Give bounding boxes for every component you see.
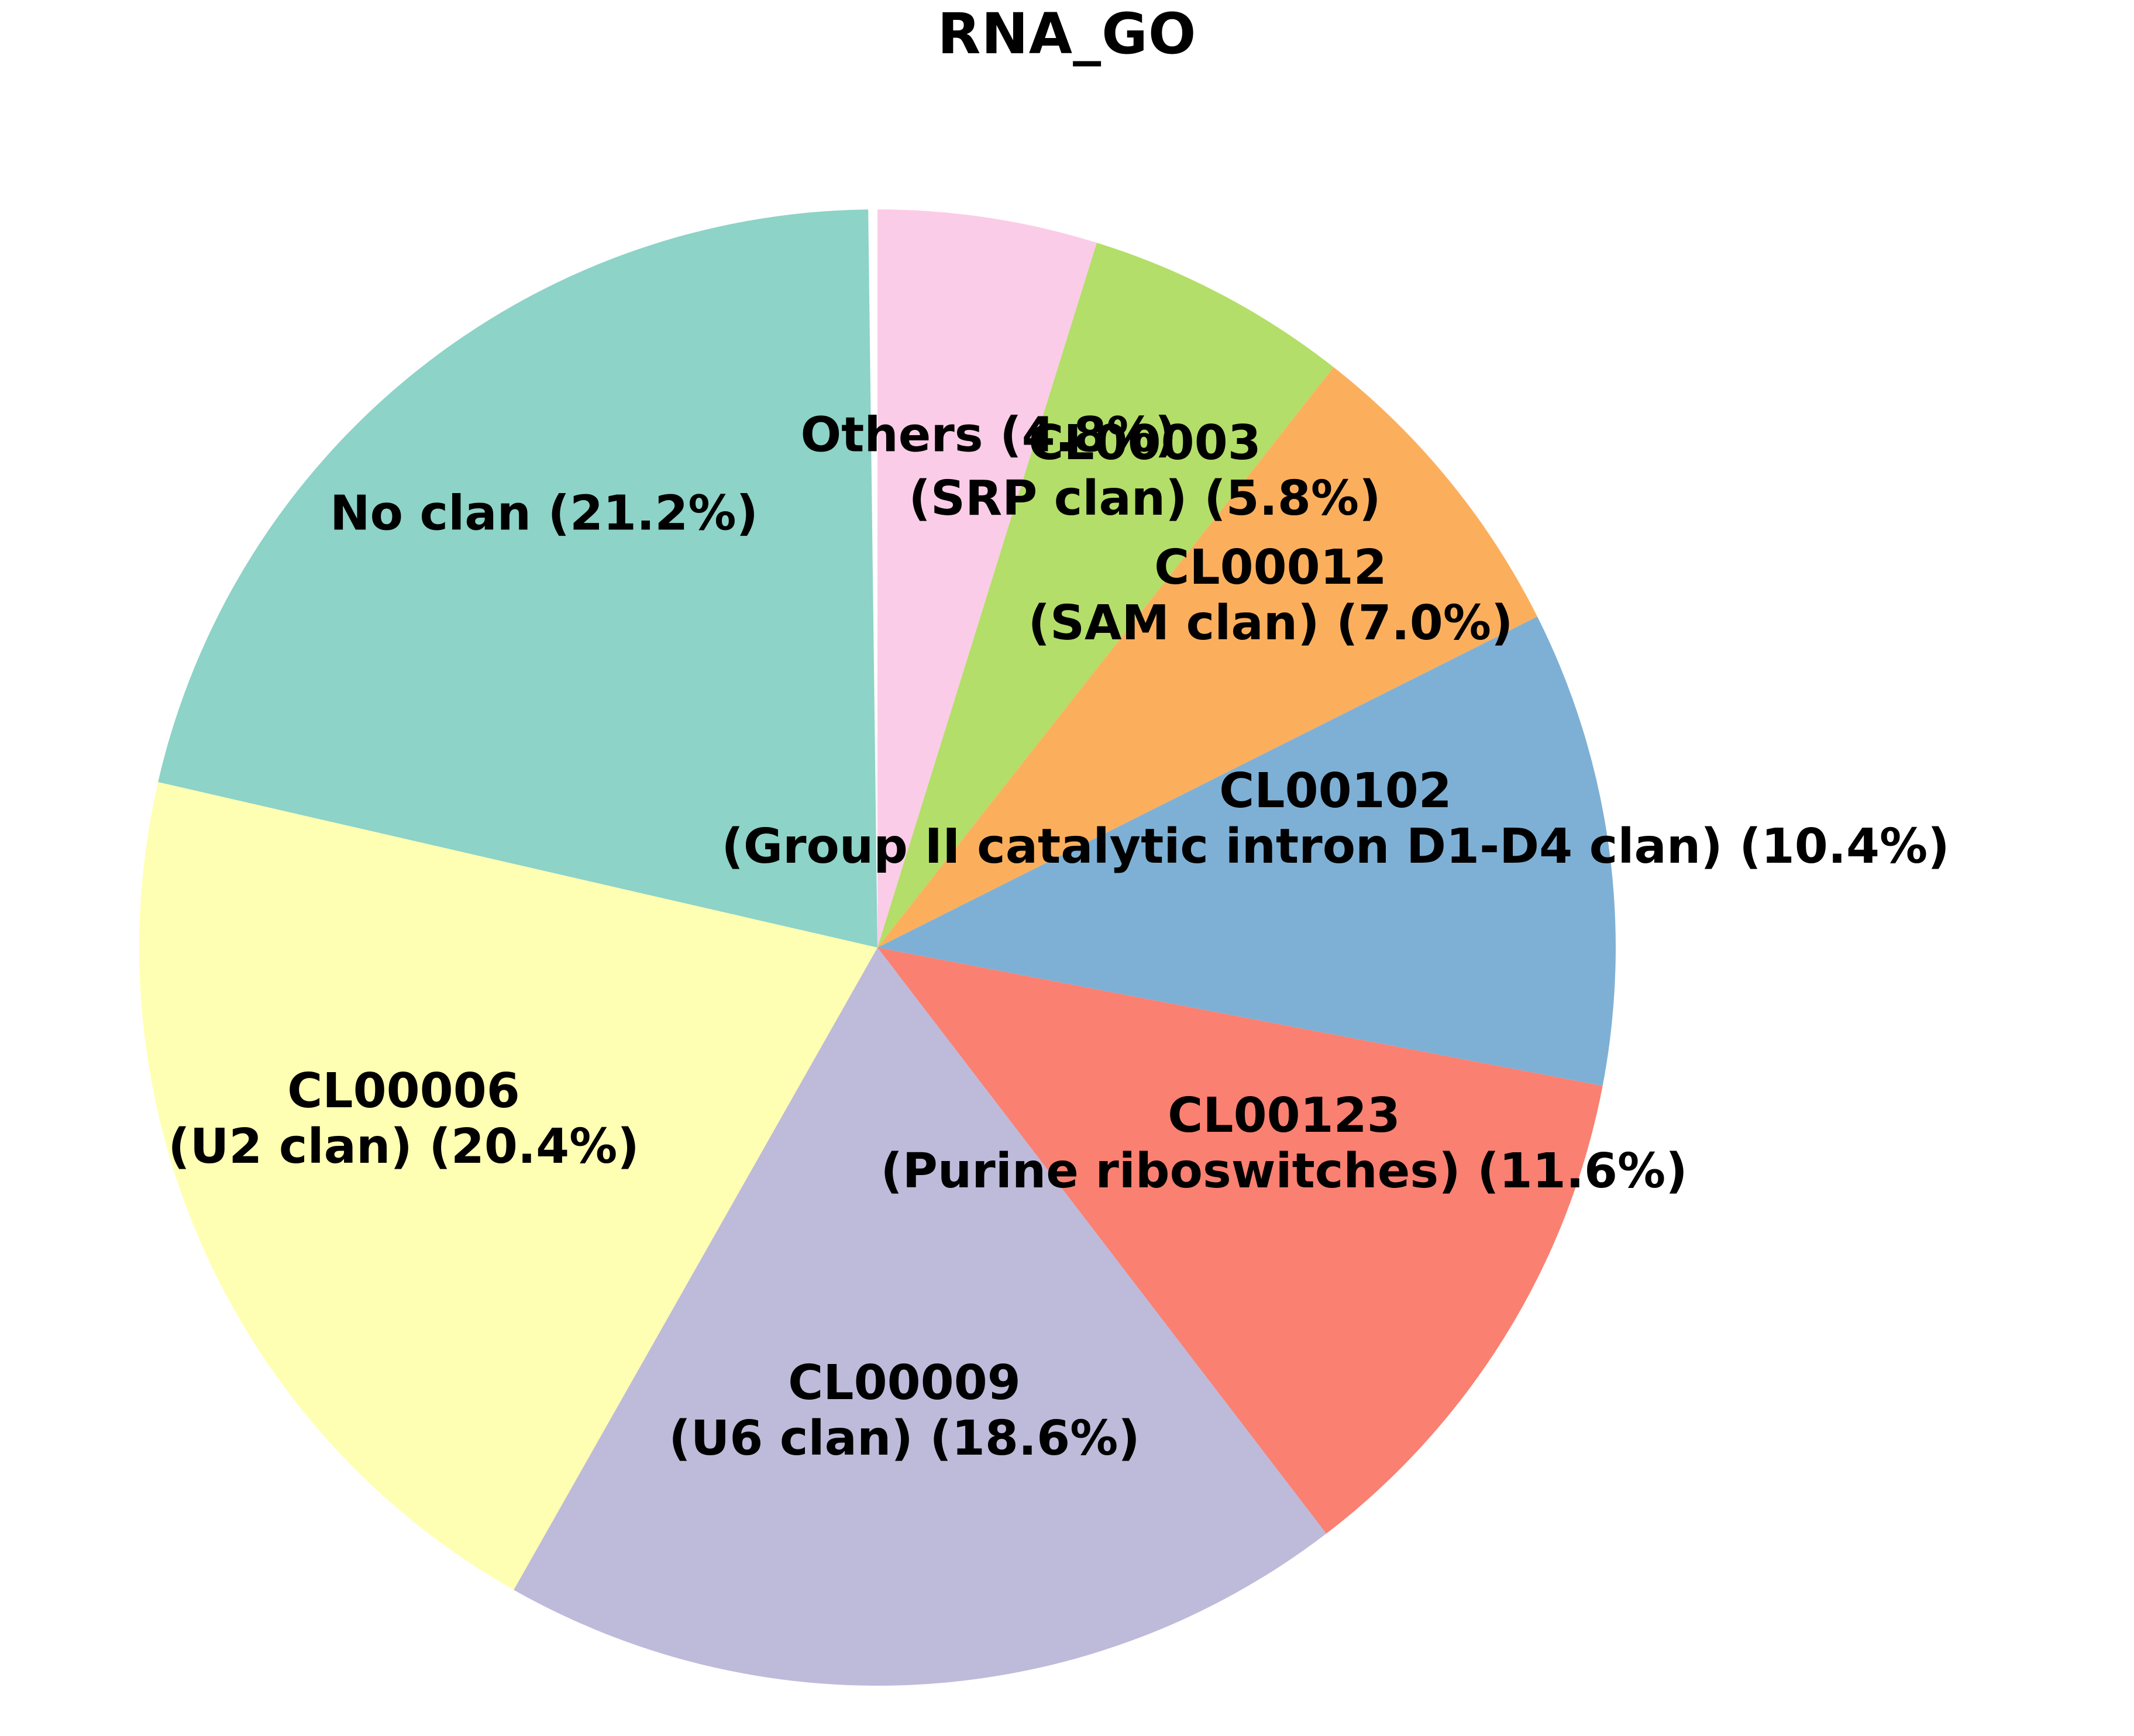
pie-slice-cl00123[interactable] — [877, 948, 1603, 1534]
pie-slice-cl00102[interactable] — [877, 616, 1616, 1086]
pie-slice-cl00006[interactable] — [139, 781, 877, 1590]
pie-slice-no-clan[interactable] — [158, 209, 877, 948]
pie-slices-group — [139, 209, 1616, 1686]
chart-title: RNA_GO — [937, 1, 1197, 67]
pie-slice-cl00012[interactable] — [877, 367, 1538, 948]
pie-slice-others[interactable] — [877, 209, 1097, 948]
pie-slice-cl00009[interactable] — [514, 948, 1327, 1686]
pie-slice-cl00003[interactable] — [877, 242, 1334, 948]
